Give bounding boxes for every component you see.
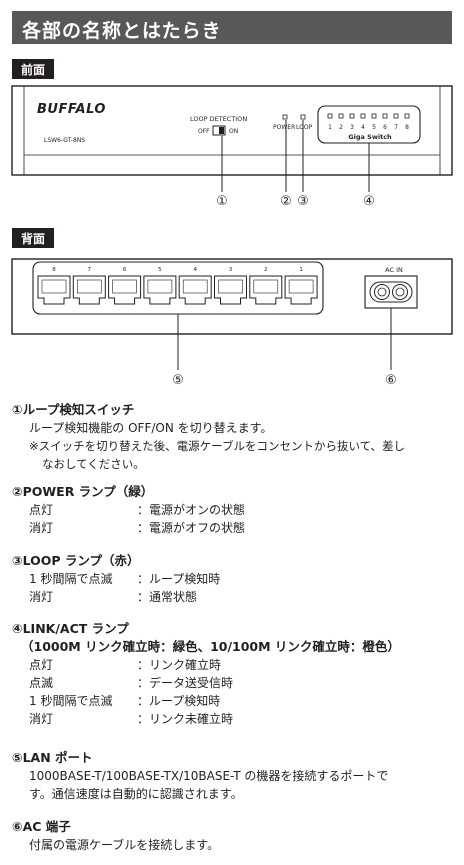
led-number: 7	[394, 124, 398, 131]
item-title: ③LOOP ランプ（赤）	[12, 553, 140, 568]
page-title: 各部の名称とはたらき	[22, 20, 222, 42]
link-act-led	[371, 113, 377, 119]
item-loop-lamp: ③LOOP ランプ（赤） 1 秒間隔で点滅 ：ループ検知時 消灯 ：通常状態	[12, 552, 457, 606]
loop-led	[300, 114, 306, 120]
item-link-act-lamp: ④LINK/ACT ランプ （1000M リンク確立時：緑色、10/100M リ…	[12, 620, 457, 728]
state-value: ：通常状態	[137, 590, 198, 604]
led-number: 4	[361, 124, 365, 131]
lan-port-contacts	[41, 279, 67, 294]
model-number: LSW6-GT-8NS	[44, 137, 85, 144]
lan-port[interactable]	[108, 275, 142, 305]
lan-port-contacts	[253, 279, 279, 294]
front-panel-diagram: BUFFALO LSW6-GT-8NS LOOP DETECTION OFF O…	[11, 85, 453, 209]
lan-port[interactable]	[284, 275, 318, 305]
link-act-led	[404, 113, 410, 119]
led-number: 8	[405, 124, 409, 131]
section-header-bar	[12, 11, 452, 44]
item-title: ①ループ検知スイッチ	[12, 402, 135, 417]
item-note: ※スイッチを切り替えた後、電源ケーブルをコンセントから抜いて、差し	[29, 439, 406, 453]
item-body: 1000BASE-T/100BASE-TX/10BASE-T の機器を接続するポ…	[29, 769, 389, 783]
lan-port-contacts	[77, 279, 102, 294]
state-label: 点灯	[29, 503, 54, 517]
led-number: 2	[339, 124, 343, 131]
state-value: ：データ送受信時	[137, 676, 234, 690]
state-value: ：電源がオフの状態	[137, 521, 246, 535]
front-section-label: 前面	[12, 59, 55, 79]
callout-5: ⑤	[172, 373, 184, 388]
lan-port-contacts	[288, 279, 314, 294]
led-number: 6	[383, 124, 387, 131]
lan-port-number: 4	[193, 267, 197, 273]
state-label: 点滅	[29, 676, 54, 690]
item-ac-terminal: ⑥AC 端子 付属の電源ケーブルを接続します。	[12, 818, 457, 854]
switch-on-label: ON	[229, 128, 238, 135]
state-value: ：電源がオンの状態	[137, 503, 246, 517]
lan-port-number: 1	[299, 267, 303, 273]
back-panel-diagram: 8 7 6 5 4 3 2 1 AC IN ⑤ ⑥	[11, 258, 453, 388]
state-value: ：リンク未確立時	[137, 712, 234, 726]
led-number: 5	[372, 124, 376, 131]
link-act-led	[327, 113, 333, 119]
loop-detection-label: LOOP DETECTION	[190, 115, 247, 123]
callout-6: ⑥	[385, 373, 397, 388]
state-label: 1 秒間隔で点滅	[29, 694, 113, 708]
back-section-label: 背面	[12, 228, 55, 248]
item-subtitle: （1000M リンク確立時：緑色、10/100M リンク確立時：橙色）	[21, 639, 400, 654]
lan-port[interactable]	[143, 275, 177, 305]
callout-4: ④	[363, 194, 375, 209]
item-body: 付属の電源ケーブルを接続します。	[29, 838, 220, 852]
state-label: 消灯	[29, 590, 54, 604]
state-value: ：ループ検知時	[137, 572, 221, 586]
lan-port-contacts	[112, 279, 137, 294]
giga-switch-label: Giga Switch	[348, 133, 392, 141]
state-label: 消灯	[29, 521, 54, 535]
item-title: ⑤LAN ポート	[12, 750, 93, 765]
lan-port-contacts	[182, 279, 208, 294]
item-title: ②POWER ランプ（緑）	[12, 484, 154, 499]
lan-port-number: 6	[123, 267, 127, 273]
ac-in-label: AC IN	[385, 266, 403, 274]
lan-port-number: 2	[264, 267, 268, 273]
state-label: 消灯	[29, 712, 54, 726]
item-loop-switch: ①ループ検知スイッチ ループ検知機能の OFF/ON を切り替えます。 ※スイッ…	[12, 401, 457, 473]
link-act-led	[349, 113, 355, 119]
lan-port-number: 8	[52, 267, 56, 273]
lan-port-contacts	[147, 279, 173, 294]
lan-port[interactable]	[249, 275, 283, 305]
link-act-led	[382, 113, 388, 119]
item-body: す。通信速度は自動的に認識されます。	[29, 787, 243, 801]
item-title: ⑥AC 端子	[12, 819, 71, 834]
callout-2: ②	[280, 194, 292, 209]
power-led	[282, 114, 288, 120]
callout-3: ③	[297, 194, 309, 209]
led-number: 1	[328, 124, 332, 131]
item-lan-port: ⑤LAN ポート 1000BASE-T/100BASE-TX/10BASE-T …	[12, 749, 457, 803]
switch-off-label: OFF	[198, 128, 210, 135]
state-label: 点灯	[29, 658, 54, 672]
link-act-led	[360, 113, 366, 119]
lan-port[interactable]	[72, 275, 106, 305]
lan-port-number: 5	[158, 267, 162, 273]
brand-logo: BUFFALO	[37, 102, 106, 117]
ac-inlet	[364, 275, 418, 309]
link-act-led	[338, 113, 344, 119]
state-label: 1 秒間隔で点滅	[29, 572, 113, 586]
lan-port[interactable]	[37, 275, 71, 305]
lan-port-number: 7	[88, 267, 92, 273]
lan-port-contacts	[218, 279, 243, 294]
lan-port[interactable]	[214, 275, 247, 305]
state-value: ：ループ検知時	[137, 694, 221, 708]
lan-port-number: 3	[229, 267, 233, 273]
lan-port[interactable]	[178, 275, 212, 305]
led-number: 3	[350, 124, 354, 131]
loop-led-label: LOOP	[296, 124, 313, 131]
link-act-led	[393, 113, 399, 119]
callout-1: ①	[216, 194, 228, 209]
item-power-lamp: ②POWER ランプ（緑） 点灯 ：電源がオンの状態 消灯 ：電源がオフの状態	[12, 483, 457, 537]
item-note: なおしてください。	[42, 457, 145, 471]
state-value: ：リンク確立時	[137, 658, 222, 672]
item-body: ループ検知機能の OFF/ON を切り替えます。	[29, 421, 273, 435]
power-led-label: POWER	[273, 124, 295, 131]
item-title: ④LINK/ACT ランプ	[12, 621, 129, 636]
